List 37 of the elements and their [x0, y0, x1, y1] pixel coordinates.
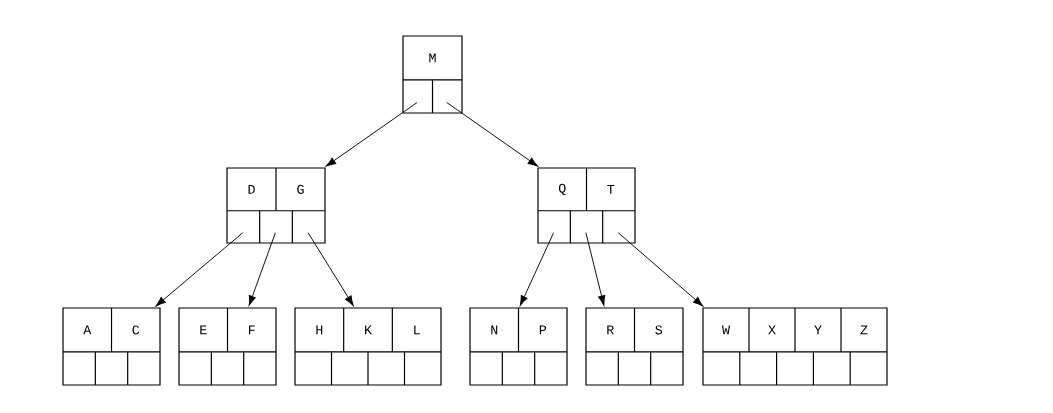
key-label: R [607, 325, 614, 335]
btree-node [469, 307, 568, 386]
btree-node [402, 35, 463, 114]
btree-node [585, 307, 684, 386]
key-label: M [429, 53, 436, 63]
key-label: H [316, 325, 323, 335]
btree-node [294, 307, 442, 386]
key-label: G [297, 184, 304, 194]
btree-node [62, 307, 161, 386]
key-label: P [539, 325, 547, 335]
btree-node [178, 307, 277, 386]
key-label: C [132, 325, 140, 335]
key-label: W [722, 325, 730, 335]
key-label: Z [860, 325, 868, 335]
key-label: E [200, 325, 207, 335]
key-label: T [607, 185, 615, 194]
key-label: A [83, 325, 92, 335]
arrow [446, 102, 539, 167]
arrow [325, 102, 418, 167]
key-label: N [491, 325, 498, 335]
arrow [519, 232, 555, 306]
arrow [585, 232, 606, 306]
key-label: F [249, 325, 255, 335]
key-label: Y [814, 325, 822, 335]
arrow [307, 232, 354, 307]
key-label: L [414, 325, 420, 335]
key-label: X [768, 325, 776, 335]
btree-node [226, 167, 326, 244]
key-label: D [248, 185, 255, 194]
arrow [617, 232, 704, 307]
key-label: K [365, 325, 372, 335]
key-label: Q [558, 183, 566, 196]
key-label: S [655, 325, 663, 335]
btree-node [537, 167, 636, 244]
btree-node [702, 307, 888, 386]
arrow [248, 232, 276, 306]
arrow [155, 232, 244, 307]
